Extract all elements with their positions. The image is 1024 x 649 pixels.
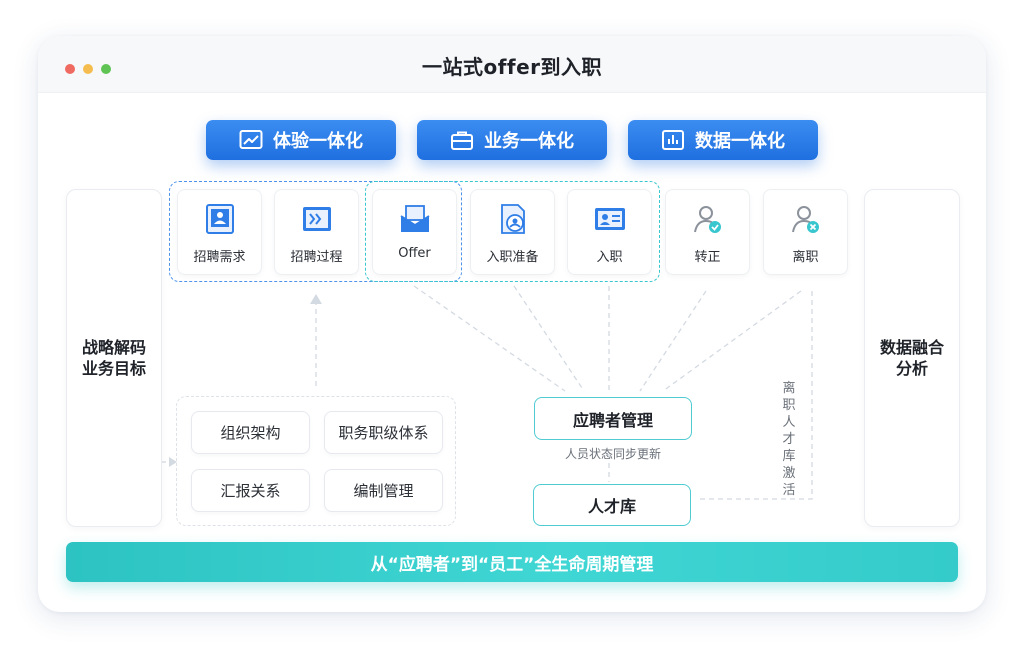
- connector-regularize: [639, 290, 707, 392]
- stage-label: 转正: [694, 250, 721, 265]
- talent-pool-label: 人才库: [587, 497, 636, 516]
- pill-experience: 体验一体化: [206, 120, 396, 160]
- applicant-management-box[interactable]: 应聘者管理: [534, 397, 692, 440]
- user-card-icon: [206, 204, 234, 234]
- user-check-icon: [694, 206, 721, 233]
- strategy-panel: 战略解码 业务目标: [66, 189, 162, 527]
- stage-label: 招聘需求: [193, 250, 246, 265]
- pill-business-label: 业务一体化: [484, 131, 574, 152]
- stage-regularize[interactable]: 转正: [665, 189, 750, 275]
- stage-onboard[interactable]: 入职: [567, 189, 652, 275]
- bar-chart-icon: [662, 130, 684, 150]
- briefcase-icon: [451, 131, 473, 150]
- connector-offer: [413, 285, 566, 392]
- pill-experience-label: 体验一体化: [273, 131, 363, 152]
- lifecycle-banner-label: 从“应聘者”到“员工”全生命周期管理: [370, 554, 654, 575]
- data-analysis-panel: 数据融合 分析: [864, 189, 960, 527]
- stage-onboard-prep[interactable]: 入职准备: [470, 189, 555, 275]
- document-user-icon: [501, 204, 525, 234]
- org-item-label: 编制管理: [353, 482, 414, 500]
- org-item-headcount[interactable]: 编制管理: [324, 469, 443, 512]
- maximize-window-dot[interactable]: [101, 64, 111, 74]
- window-title: 一站式offer到入职: [421, 55, 603, 79]
- trend-chart-icon: [239, 130, 263, 149]
- stage-label: 入职准备: [486, 250, 539, 265]
- pill-business: 业务一体化: [417, 120, 607, 160]
- strategy-panel-label: 战略解码 业务目标: [81, 338, 146, 378]
- stage-label: 招聘过程: [290, 250, 343, 265]
- data-analysis-panel-label: 数据融合 分析: [879, 338, 944, 378]
- close-window-dot[interactable]: [65, 64, 75, 74]
- connector-onboard-prep: [513, 285, 585, 392]
- arrow-up-icon: [310, 294, 322, 304]
- org-item-label: 汇报关系: [220, 482, 281, 500]
- connector-reactivation: [698, 291, 813, 500]
- org-item-job-levels[interactable]: 职务职级体系: [324, 411, 443, 454]
- stage-label: 离职: [792, 250, 819, 265]
- envelope-icon: [400, 205, 430, 232]
- id-card-icon: [595, 208, 625, 230]
- stage-label: Offer: [398, 246, 431, 261]
- pill-data: 数据一体化: [628, 120, 818, 160]
- minimize-window-dot[interactable]: [83, 64, 93, 74]
- stage-recruit-process[interactable]: 招聘过程: [274, 189, 359, 275]
- connector-resign: [662, 290, 802, 392]
- lifecycle-banner: 从“应聘者”到“员工”全生命周期管理: [66, 542, 958, 582]
- forward-screen-icon: [303, 207, 331, 231]
- applicant-management-label: 应聘者管理: [572, 410, 653, 430]
- arrow-right-icon: [169, 457, 177, 467]
- stage-offer[interactable]: Offer: [372, 189, 457, 275]
- pill-data-label: 数据一体化: [695, 131, 785, 152]
- org-item-structure[interactable]: 组织架构: [191, 411, 310, 454]
- app-window: 一站式offer到入职 体验一体化 业务一体化: [38, 36, 986, 612]
- org-structure-group: [176, 396, 456, 526]
- status-sync-note: 人员状态同步更新: [564, 447, 661, 461]
- org-item-reporting[interactable]: 汇报关系: [191, 469, 310, 512]
- stage-label: 入职: [596, 250, 623, 265]
- user-remove-icon: [792, 206, 819, 233]
- title-bar: 一站式offer到入职: [38, 36, 986, 93]
- stage-resign[interactable]: 离职: [763, 189, 848, 275]
- org-item-label: 组织架构: [220, 424, 281, 442]
- talent-pool-box[interactable]: 人才库: [533, 484, 691, 526]
- org-item-label: 职务职级体系: [338, 424, 429, 442]
- stage-recruit-demand[interactable]: 招聘需求: [177, 189, 262, 275]
- reactivation-label: 离职人才库激活: [782, 381, 796, 498]
- connector-lines: [161, 285, 813, 500]
